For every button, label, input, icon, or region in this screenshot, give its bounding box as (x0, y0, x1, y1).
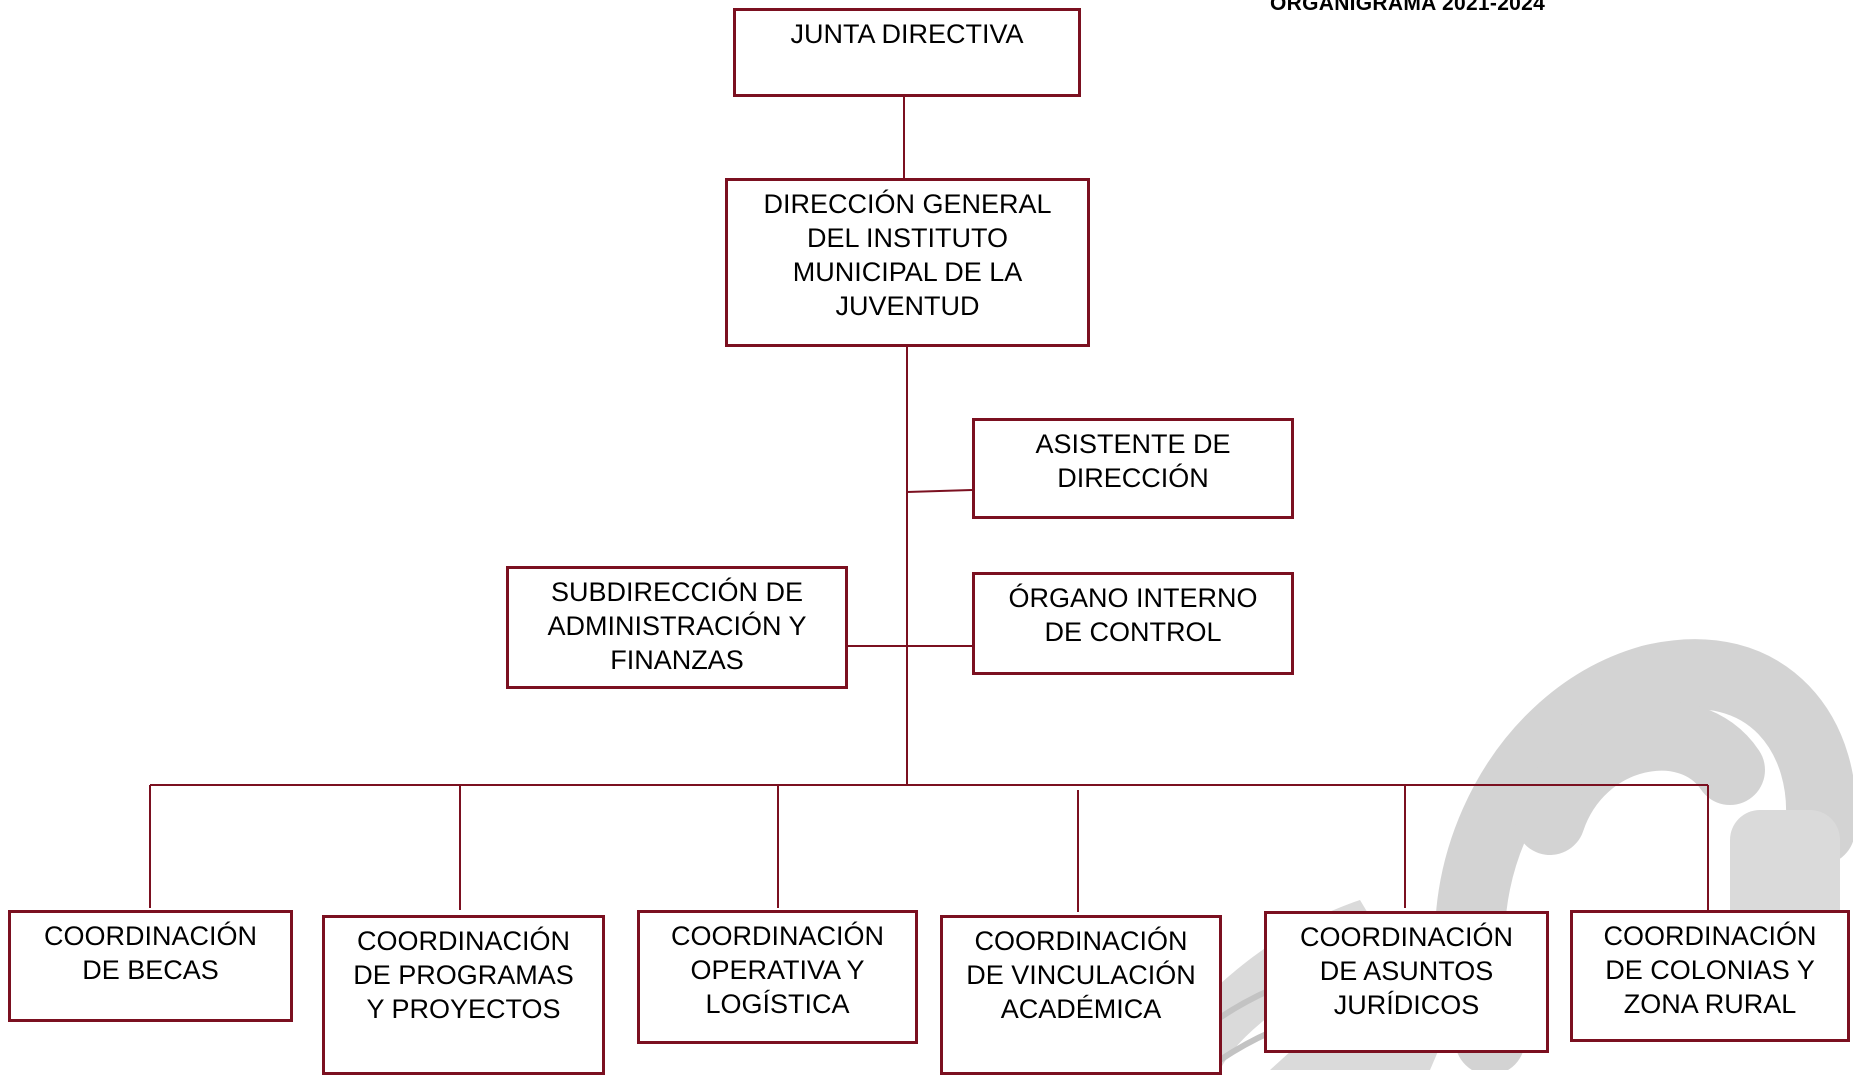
node-label: SUBDIRECCIÓN DE ADMINISTRACIÓN Y FINANZA… (547, 577, 807, 675)
node-label: JUNTA DIRECTIVA (790, 19, 1024, 49)
node-label: COORDINACIÓN DE BECAS (43, 921, 257, 985)
node-coordinacion-vinculacion: COORDINACIÓN DE VINCULACIÓN ACADÉMICA (940, 915, 1222, 1075)
node-label: COORDINACIÓN DE PROGRAMAS Y PROYECTOS (353, 926, 574, 1024)
node-coordinacion-operativa: COORDINACIÓN OPERATIVA Y LOGÍSTICA (637, 910, 918, 1044)
node-label: DIRECCIÓN GENERAL DEL INSTITUTO MUNICIPA… (763, 189, 1052, 321)
node-label: COORDINACIÓN DE VINCULACIÓN ACADÉMICA (966, 926, 1196, 1024)
node-label: COORDINACIÓN DE ASUNTOS JURÍDICOS (1299, 922, 1513, 1020)
node-coordinacion-programas: COORDINACIÓN DE PROGRAMAS Y PROYECTOS (322, 915, 605, 1075)
node-coordinacion-juridicos: COORDINACIÓN DE ASUNTOS JURÍDICOS (1264, 911, 1549, 1053)
node-label: COORDINACIÓN DE COLONIAS Y ZONA RURAL (1603, 921, 1817, 1019)
chart-title: ORGANIGRAMA 2021-2024 (1270, 0, 1546, 15)
node-junta-directiva: JUNTA DIRECTIVA (733, 8, 1081, 97)
node-direccion-general: DIRECCIÓN GENERAL DEL INSTITUTO MUNICIPA… (725, 178, 1090, 347)
node-label: ÓRGANO INTERNO DE CONTROL (1008, 583, 1258, 647)
node-coordinacion-becas: COORDINACIÓN DE BECAS (8, 910, 293, 1022)
node-subdireccion-administracion: SUBDIRECCIÓN DE ADMINISTRACIÓN Y FINANZA… (506, 566, 848, 689)
node-asistente-direccion: ASISTENTE DE DIRECCIÓN (972, 418, 1294, 519)
node-coordinacion-colonias: COORDINACIÓN DE COLONIAS Y ZONA RURAL (1570, 910, 1850, 1042)
node-label: COORDINACIÓN OPERATIVA Y LOGÍSTICA (670, 921, 884, 1019)
node-label: ASISTENTE DE DIRECCIÓN (1035, 429, 1231, 493)
node-organo-interno-control: ÓRGANO INTERNO DE CONTROL (972, 572, 1294, 675)
